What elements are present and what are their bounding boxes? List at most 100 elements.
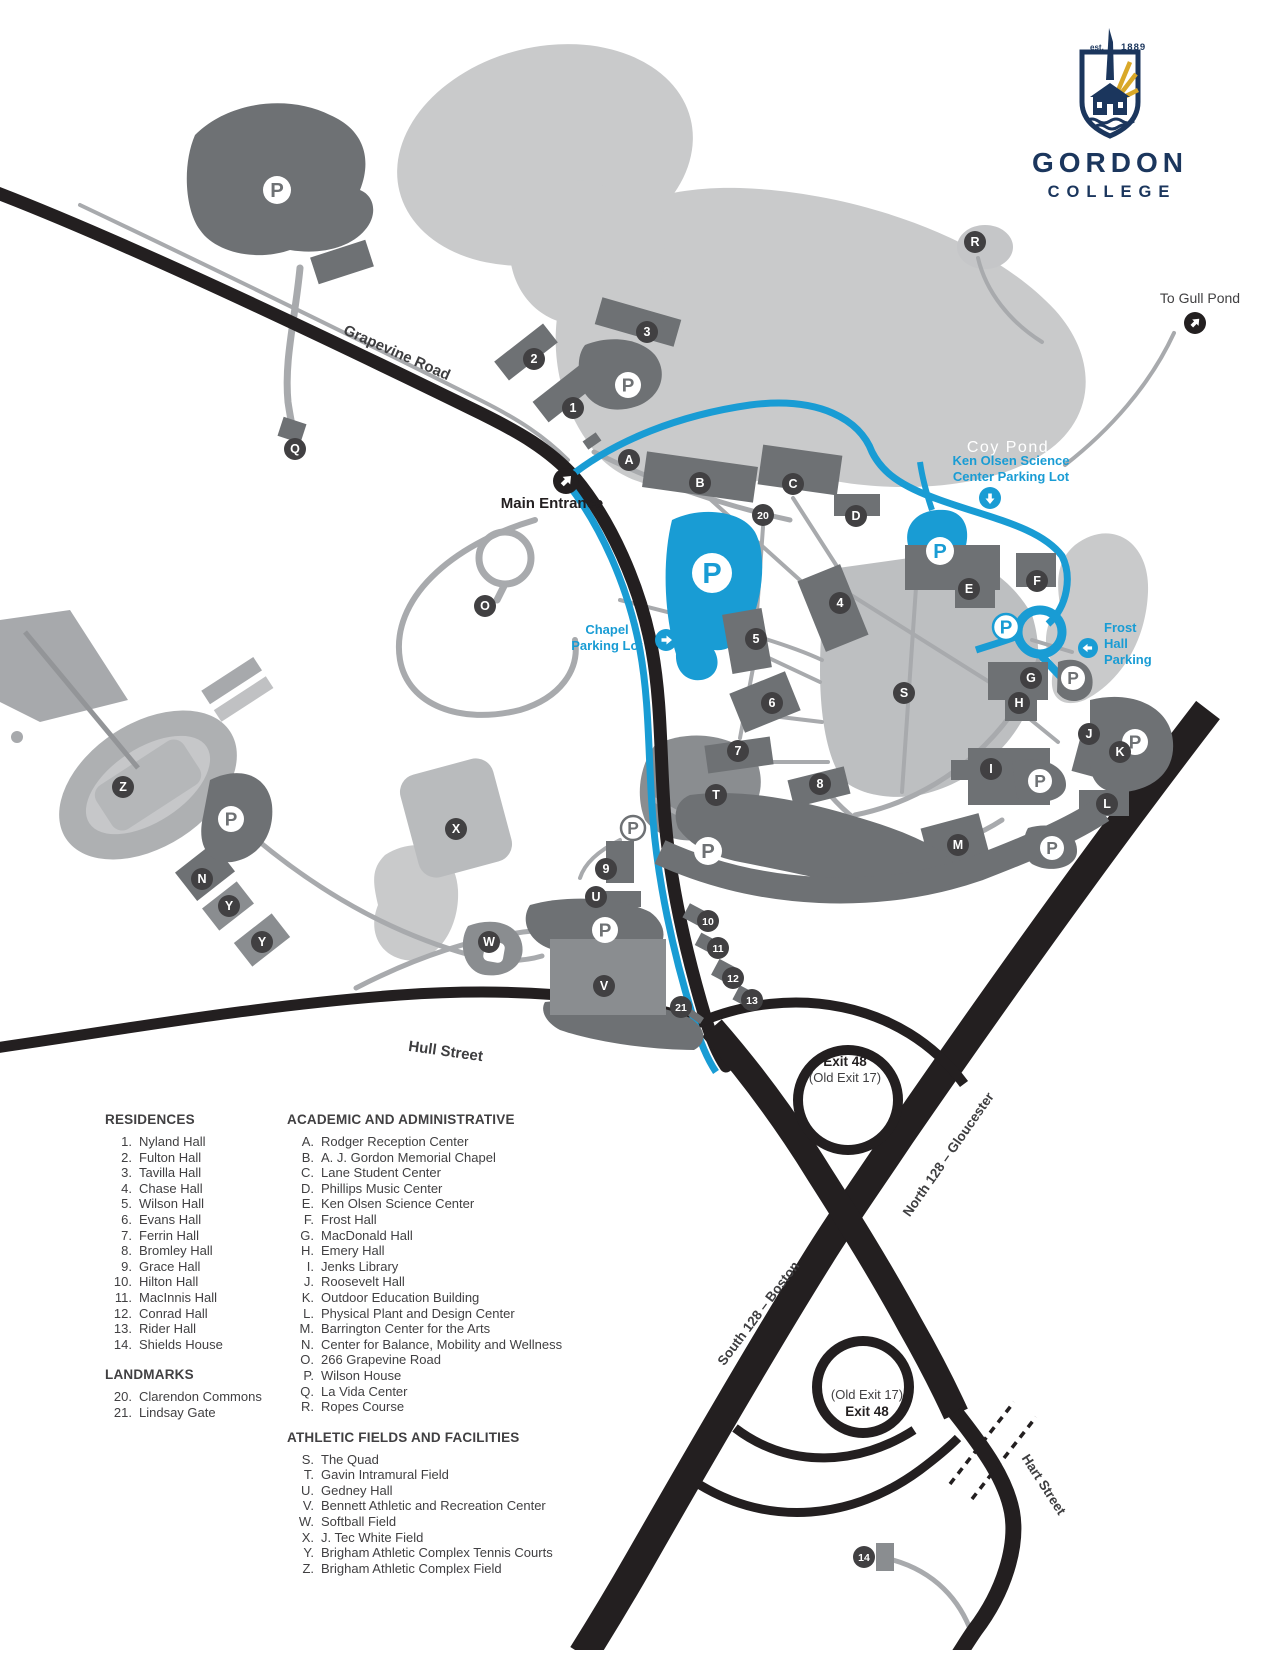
campus-loop-north — [565, 399, 1071, 627]
map-badge-I: I — [980, 758, 1002, 780]
map-badge-G: G — [1020, 667, 1042, 689]
legend-item: 21.Lindsay Gate — [113, 1404, 216, 1420]
ken-olsen-arrow — [979, 487, 1001, 509]
legend-item: D.Phillips Music Center — [301, 1180, 443, 1196]
svg-text:E: E — [965, 582, 973, 596]
svg-text:P: P — [702, 558, 721, 590]
railroad-dash-2 — [970, 1415, 1038, 1501]
map-badge-N: N — [191, 868, 213, 890]
legend-item: K.Outdoor Education Building — [301, 1289, 480, 1305]
legend-item: C.Lane Student Center — [301, 1165, 441, 1181]
svg-text:21: 21 — [675, 1002, 687, 1014]
hart-street-path — [948, 1407, 1022, 1655]
lane-student-center — [757, 444, 843, 496]
legend-item: F.Frost Hall — [303, 1211, 377, 1227]
gull-pond-arrow — [1184, 312, 1206, 334]
map-badge-14: 14 — [853, 1546, 875, 1568]
svg-text:C: C — [788, 477, 797, 491]
ken-olsen-lot-label-2: Center Parking Lot — [953, 469, 1070, 484]
map-badge-8: 8 — [809, 773, 831, 795]
svg-text:M: M — [953, 838, 963, 852]
svg-text:A: A — [624, 453, 633, 467]
west-line — [23, 630, 140, 770]
parking-marker: P — [1061, 666, 1085, 690]
frost-arrow — [1078, 638, 1098, 658]
map-badge-7: 7 — [727, 740, 749, 762]
map-badge-11: 11 — [707, 937, 729, 959]
svg-text:P: P — [1034, 771, 1046, 791]
athletic-title: ATHLETIC FIELDS AND FACILITIES — [287, 1429, 520, 1445]
legend-item: 12.Conrad Hall — [113, 1305, 208, 1321]
legend-item: V.Bennett Athletic and Recreation Center — [302, 1498, 546, 1514]
grapevine-road-path — [0, 186, 733, 1073]
map-badge-21: 21 — [670, 996, 692, 1018]
svg-text:10: 10 — [702, 916, 714, 928]
legend-item: W.Softball Field — [298, 1514, 397, 1530]
coy-pond-neck — [509, 178, 666, 326]
svg-text:3: 3 — [644, 325, 651, 339]
svg-text:R: R — [970, 235, 979, 249]
map-badge-T: T — [705, 784, 727, 806]
map-badge-10: 10 — [697, 910, 719, 932]
svg-text:G: G — [1026, 671, 1036, 685]
map-badge-C: C — [782, 473, 804, 495]
svg-text:L: L — [1103, 797, 1111, 811]
map-badge-3: 3 — [636, 321, 658, 343]
svg-text:U: U — [591, 890, 600, 904]
legend-right-column: ACADEMIC AND ADMINISTRATIVE A.Rodger Rec… — [287, 1112, 562, 1576]
svg-text:B: B — [695, 476, 704, 490]
map-badge-D: D — [845, 505, 867, 527]
interchange-bottom-ramp-2 — [732, 1424, 917, 1463]
exit48-bottom-label-1: (Old Exit 17) — [831, 1387, 903, 1402]
legend-item: Z.Brigham Athletic Complex Field — [302, 1560, 502, 1576]
map-badge-13: 13 — [741, 989, 763, 1011]
academic-title: ACADEMIC AND ADMINISTRATIVE — [287, 1112, 515, 1127]
la-vida-center-building — [277, 416, 307, 444]
svg-text:1: 1 — [570, 401, 577, 415]
logo-waves-icon-2 — [1093, 123, 1130, 131]
svg-text:D: D — [851, 509, 860, 523]
main-entrance-label: Main Entrance — [501, 495, 604, 512]
svg-text:S: S — [900, 686, 908, 700]
svg-text:H: H — [1014, 696, 1023, 710]
west-dot — [11, 731, 23, 743]
landmarks-title: LANDMARKS — [105, 1367, 194, 1383]
jenks-wing — [951, 760, 969, 780]
logo-name-line1: GORDON — [1032, 147, 1188, 178]
lot-123 — [578, 339, 662, 410]
map-badge-S: S — [893, 682, 915, 704]
hart-street-label: Hart Street — [1019, 1452, 1069, 1518]
parking-marker: P — [592, 917, 618, 943]
parking-marker: P — [926, 537, 954, 565]
exit48-upper-loop — [793, 1045, 903, 1155]
campus-loop-south — [565, 481, 719, 1074]
map-badge-12: 12 — [722, 967, 744, 989]
map-badge-Y: Y — [218, 895, 240, 917]
svg-text:I: I — [989, 762, 992, 776]
logo-chapel-window-left — [1097, 102, 1102, 108]
legend-item: E.Ken Olsen Science Center — [301, 1196, 475, 1212]
svg-text:V: V — [600, 979, 609, 993]
map-badge-20: 20 — [752, 504, 774, 526]
legend-item: 9.Grace Hall — [121, 1258, 201, 1274]
legend-item: 10.Hilton Hall — [113, 1274, 199, 1290]
parking-marker: P — [694, 837, 722, 865]
svg-text:K: K — [1115, 745, 1124, 759]
svg-text:12: 12 — [727, 973, 739, 985]
svg-text:Y: Y — [225, 899, 234, 913]
interchange-top-ramp — [698, 997, 969, 1087]
logo-name-line2: COLLEGE — [1048, 183, 1177, 201]
svg-text:6: 6 — [769, 696, 776, 710]
quad-area — [820, 552, 1039, 797]
map-badge-Z: Z — [112, 776, 134, 798]
svg-text:5: 5 — [753, 632, 760, 646]
direction-arrows — [553, 312, 1206, 658]
map-badge-1: 1 — [562, 397, 584, 419]
legend-item: R.Ropes Course — [301, 1399, 405, 1415]
